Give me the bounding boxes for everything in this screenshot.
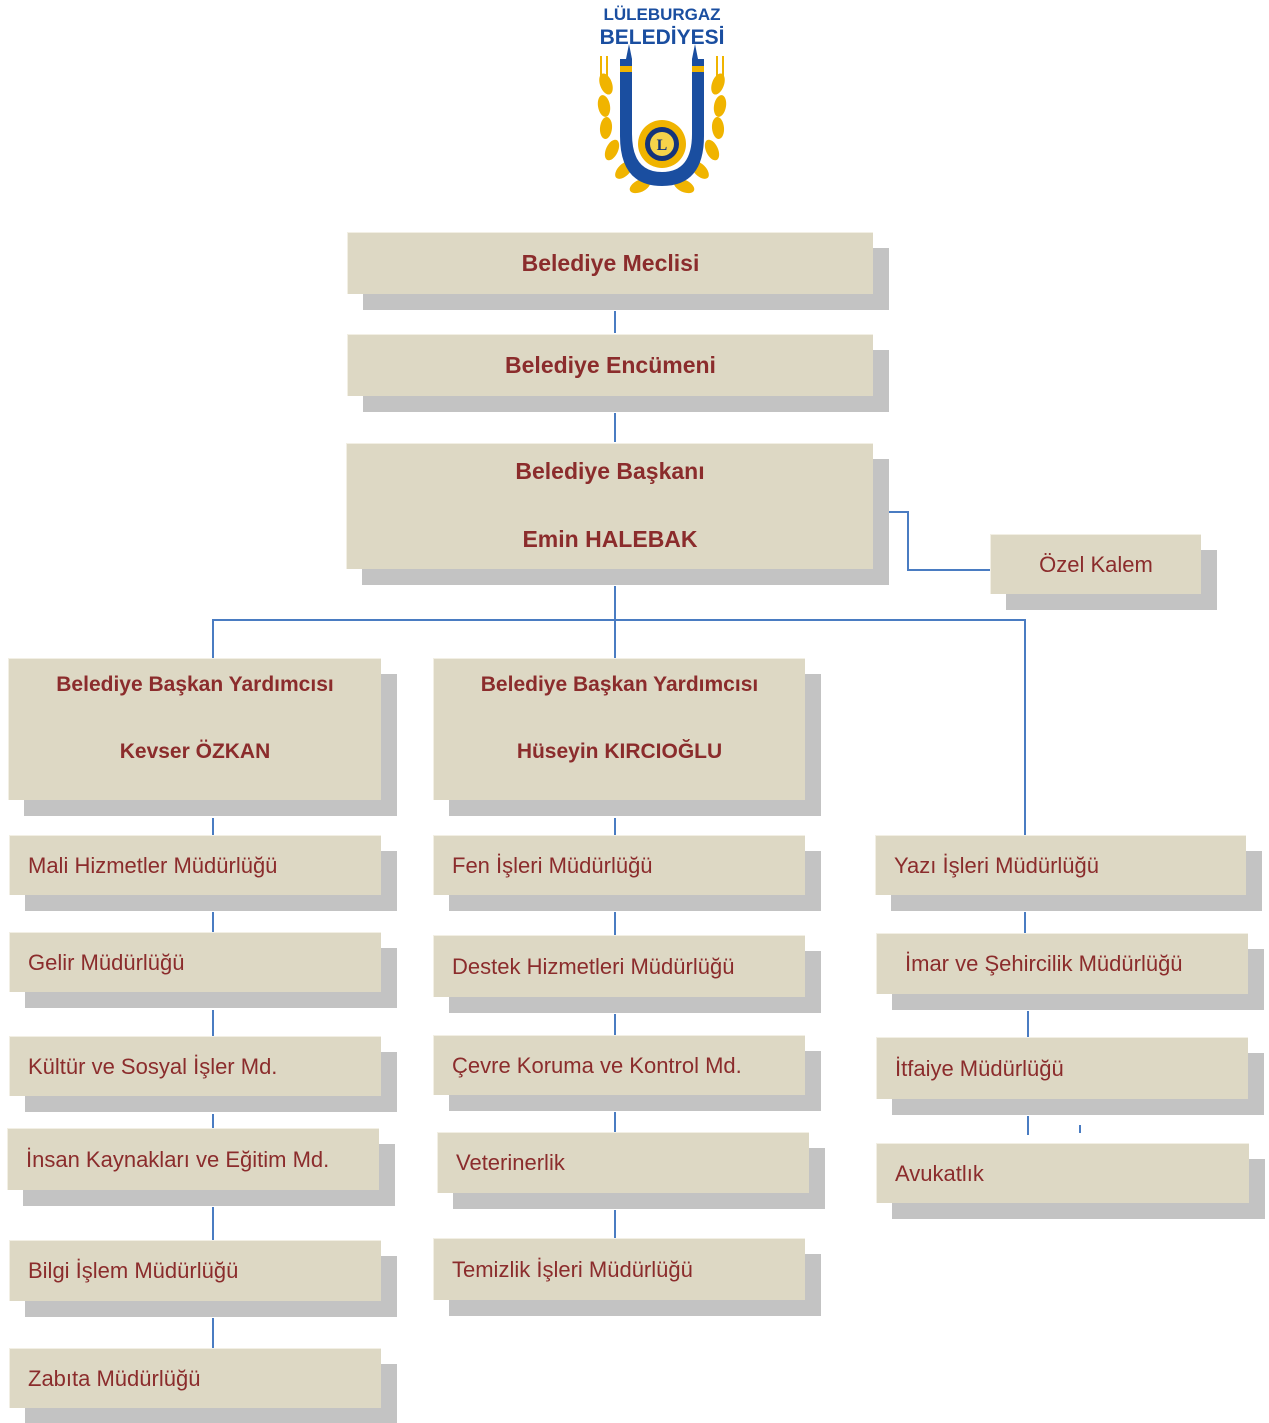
committee-box: Belediye Encümeni	[347, 334, 873, 396]
logo-text-line1: LÜLEBURGAZ	[603, 5, 720, 24]
logo-text-line2: BELEDİYESİ	[600, 26, 725, 49]
mayor-title: Belediye Başkanı	[515, 458, 705, 484]
deputy1-title: Belediye Başkan Yardımcısı	[56, 673, 334, 696]
deputy2-box: Belediye Başkan Yardımcısı Hüseyin KIRCI…	[433, 658, 805, 800]
direct-unit-label: Avukatlık	[895, 1160, 984, 1186]
deputy1-box: Belediye Başkan Yardımcısı Kevser ÖZKAN	[8, 658, 381, 800]
deputy1-unit-box: Gelir Müdürlüğü	[9, 932, 381, 992]
deputy2-unit-box: Destek Hizmetleri Müdürlüğü	[433, 935, 805, 997]
deputy1-unit-label: İnsan Kaynakları ve Eğitim Md.	[26, 1146, 330, 1172]
deputy2-unit-box: Veterinerlik	[437, 1132, 809, 1193]
mayor-box: Belediye Başkanı Emin HALEBAK	[346, 443, 873, 569]
direct-unit-label: Yazı İşleri Müdürlüğü	[894, 852, 1100, 878]
direct-unit-box: İmar ve Şehircilik Müdürlüğü	[876, 933, 1248, 994]
deputy1-name: Kevser ÖZKAN	[119, 740, 271, 763]
deputy1-unit-label: Zabıta Müdürlüğü	[28, 1365, 201, 1391]
deputy2-unit-label: Çevre Koruma ve Kontrol Md.	[452, 1052, 742, 1078]
deputy1-unit-box: Kültür ve Sosyal İşler Md.	[9, 1036, 381, 1096]
deputy2-unit-box: Fen İşleri Müdürlüğü	[433, 835, 805, 895]
deputy2-unit-label: Temizlik İşleri Müdürlüğü	[452, 1256, 693, 1282]
direct-unit-label: İtfaiye Müdürlüğü	[895, 1055, 1064, 1081]
wheat-icon	[597, 56, 727, 194]
council-label: Belediye Meclisi	[521, 250, 700, 276]
private-office-label: Özel Kalem	[1039, 551, 1153, 577]
deputy2-unit-label: Veterinerlik	[456, 1150, 565, 1175]
council-box: Belediye Meclisi	[347, 232, 873, 294]
direct-unit-box: İtfaiye Müdürlüğü	[876, 1037, 1248, 1099]
committee-label: Belediye Encümeni	[505, 352, 716, 378]
logo-monogram: L	[657, 137, 668, 154]
private-office-box: Özel Kalem	[990, 534, 1201, 594]
deputy1-unit-label: Kültür ve Sosyal İşler Md.	[28, 1053, 278, 1079]
deputy1-unit-label: Gelir Müdürlüğü	[28, 949, 185, 975]
deputy1-unit-label: Bilgi İşlem Müdürlüğü	[28, 1258, 239, 1283]
deputy2-unit-box: Temizlik İşleri Müdürlüğü	[433, 1238, 805, 1300]
municipality-logo: LÜLEBURGAZ BELEDİYESİ	[597, 5, 727, 194]
deputy1-unit-box: Zabıta Müdürlüğü	[9, 1348, 381, 1408]
direct-unit-box: Avukatlık	[876, 1143, 1249, 1203]
direct-unit-label: İmar ve Şehircilik Müdürlüğü	[905, 951, 1183, 976]
deputy1-unit-box: Bilgi İşlem Müdürlüğü	[9, 1240, 381, 1301]
deputy1-unit-box: İnsan Kaynakları ve Eğitim Md.	[7, 1128, 379, 1190]
deputy2-unit-box: Çevre Koruma ve Kontrol Md.	[433, 1035, 805, 1095]
deputy1-unit-label: Mali Hizmetler Müdürlüğü	[28, 852, 278, 878]
mayor-name: Emin HALEBAK	[522, 526, 698, 552]
direct-unit-box: Yazı İşleri Müdürlüğü	[875, 835, 1246, 895]
deputy2-unit-label: Destek Hizmetleri Müdürlüğü	[452, 953, 735, 979]
deputy2-unit-label: Fen İşleri Müdürlüğü	[452, 852, 653, 878]
deputy2-title: Belediye Başkan Yardımcısı	[480, 673, 759, 696]
deputy2-name: Hüseyin KIRCIOĞLU	[516, 740, 723, 763]
deputy1-unit-box: Mali Hizmetler Müdürlüğü	[9, 835, 381, 895]
